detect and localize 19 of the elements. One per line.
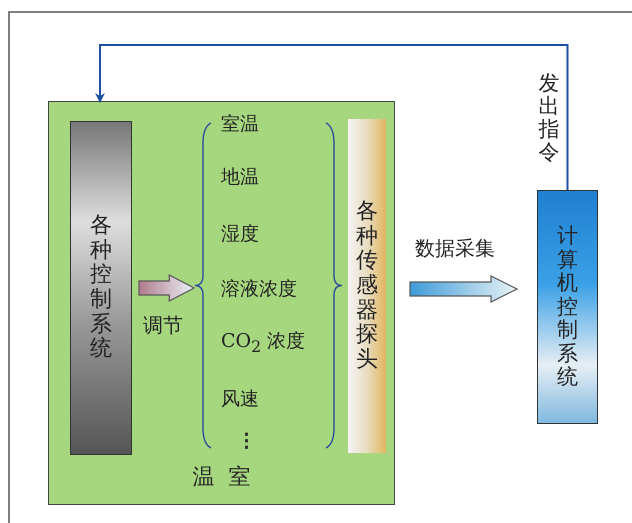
vertical-label: 计算机控制系统: [556, 224, 579, 390]
edge-label: 发出指令: [538, 72, 560, 164]
parameter-item: 风速: [221, 387, 259, 412]
parameter-item: CO$_{2}$ 浓度: [221, 329, 306, 356]
parameter-item: 湿度: [221, 222, 259, 247]
vertical-label: 各种控制系统: [89, 214, 113, 362]
arrow: [409, 275, 518, 303]
arrow: [95, 44, 568, 190]
arrow: [138, 274, 196, 302]
parameter-item: 溶液浓度: [221, 277, 297, 302]
parameter-item: 地温: [221, 165, 259, 190]
ellipsis: ⋮: [237, 429, 256, 452]
sensor-bar: [348, 119, 386, 453]
greenhouse-label: 温室: [192, 464, 266, 492]
greenhouse-box: [48, 101, 395, 505]
control-system-bar: [70, 121, 132, 455]
parameter-item: 室温: [221, 112, 259, 137]
vertical-label: 各种传感器探头: [355, 200, 379, 372]
computer-box: [537, 190, 598, 424]
